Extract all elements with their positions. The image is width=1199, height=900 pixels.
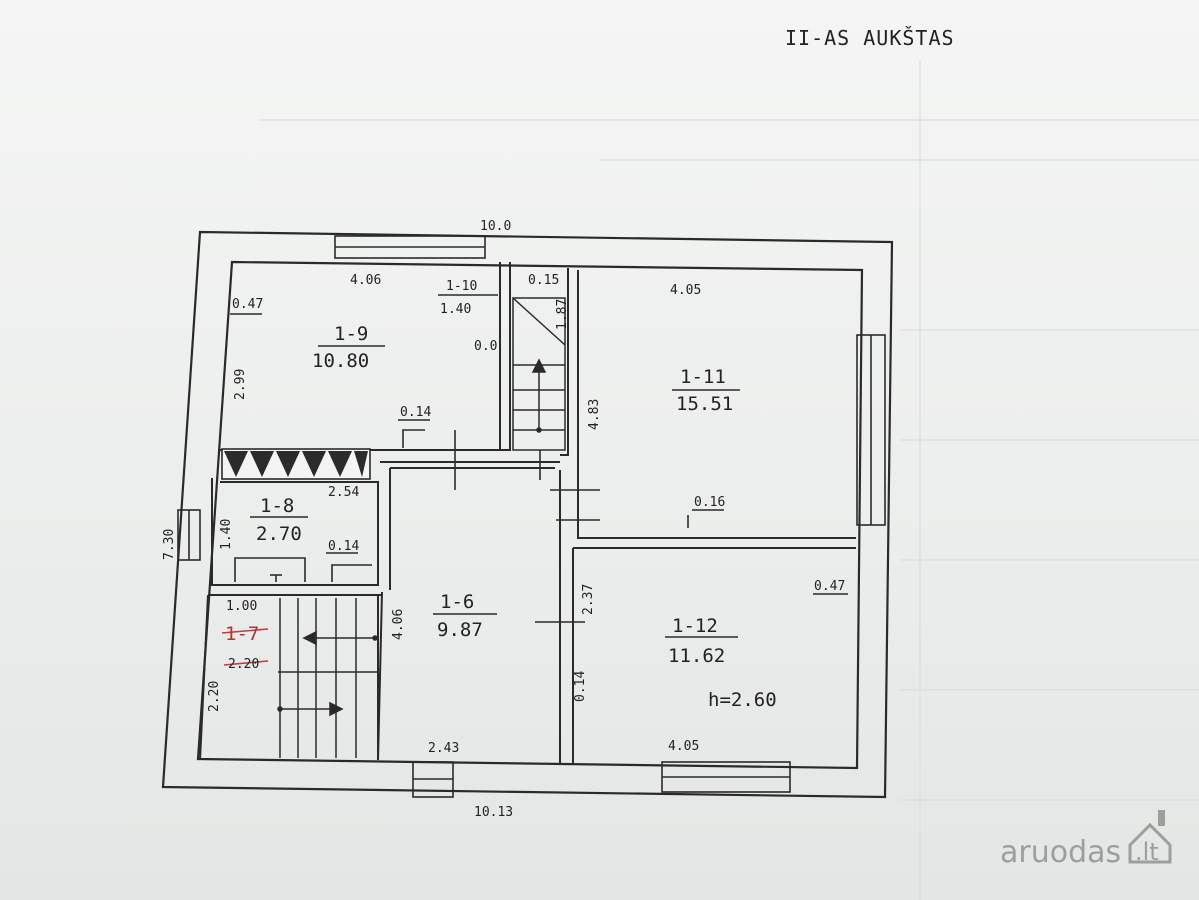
room-1-9-area: 10.80: [312, 350, 369, 372]
dim-room-1-9-height: 2.99: [233, 369, 248, 400]
dim-room-1-12-height: 2.37: [581, 584, 596, 615]
room-1-11-area: 15.51: [676, 393, 733, 415]
dim-room-1-12-inner: 0.14: [573, 671, 588, 702]
dim-room-1-9-side: 0.47: [232, 297, 263, 312]
room-1-11-id: 1-11: [680, 366, 726, 388]
room-1-12-id: 1-12: [672, 615, 718, 637]
dim-room-1-8-width: 2.54: [328, 485, 359, 500]
room-1-7-area: 2.20: [228, 657, 259, 672]
dim-stair-side: 0.0: [474, 339, 497, 354]
dim-bottom-total: 10.13: [474, 805, 513, 820]
staircase-lower: [277, 598, 378, 758]
dim-room-1-8-height: 1.40: [219, 519, 234, 550]
watermark: aruodas .lt: [1000, 810, 1172, 870]
dim-room-1-12-width: 4.05: [668, 739, 699, 754]
room-1-9-id: 1-9: [334, 323, 368, 345]
room-1-6-area: 9.87: [437, 619, 483, 641]
door-marks: [234, 429, 689, 640]
outer-wall: [161, 230, 894, 799]
dim-room-1-9-inner: 0.14: [400, 405, 431, 420]
dim-room-1-7-height: 2.20: [207, 681, 222, 712]
chimney-block: [221, 448, 371, 480]
dim-room-1-11-height: 4.83: [587, 399, 602, 430]
watermark-house-icon: [1128, 810, 1172, 864]
dim-stair-height: 1.87: [555, 299, 570, 330]
room-1-7-id: 1-7: [225, 623, 259, 645]
room-1-8-area: 2.70: [256, 523, 302, 545]
room-1-8-id: 1-8: [260, 495, 294, 517]
watermark-suffix: .lt: [1135, 838, 1159, 866]
floor-title: II-AS AUKŠTAS: [785, 26, 955, 50]
dim-top-total: 10.0: [480, 219, 511, 234]
dim-room-1-6-width: 2.43: [428, 741, 459, 756]
dim-room-1-11-inner: 0.16: [694, 495, 725, 510]
dim-room-1-8-inner: 0.14: [328, 539, 359, 554]
dim-room-1-7-width: 1.00: [226, 599, 257, 614]
room-1-10-area: 1.40: [440, 302, 471, 317]
background-table-lines: [260, 60, 1199, 900]
dim-room-1-9-width: 4.06: [350, 273, 381, 288]
dim-left-total: 7.30: [162, 529, 177, 560]
ceiling-height: h=2.60: [708, 689, 777, 711]
dim-room-1-12-side: 0.47: [814, 579, 845, 594]
watermark-text: aruodas: [1000, 835, 1121, 870]
label-underlines: [230, 294, 848, 638]
strike-1-7-area: [223, 660, 269, 666]
room-1-10-id: 1-10: [446, 279, 477, 294]
windows: [177, 235, 886, 798]
strike-1-7-id: [221, 628, 269, 634]
dim-stair-width: 0.15: [528, 273, 559, 288]
dim-room-1-6-height: 4.06: [391, 609, 406, 640]
staircase-upper: [512, 297, 566, 451]
room-1-6-id: 1-6: [440, 591, 474, 613]
dim-room-1-11-width: 4.05: [670, 283, 701, 298]
room-1-12-area: 11.62: [668, 645, 725, 667]
